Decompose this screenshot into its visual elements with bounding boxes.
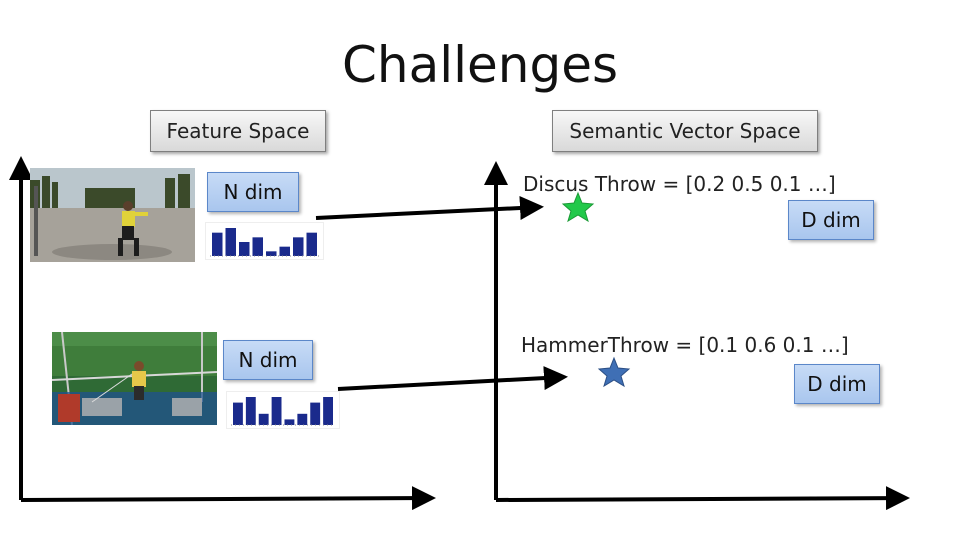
hammer-throw-photo	[52, 332, 217, 425]
feature-space-label: Feature Space	[150, 110, 326, 152]
histogram-bar	[225, 228, 236, 256]
hammer-feature-histogram	[226, 391, 340, 429]
mapping-arrow-hammer	[337, 366, 568, 391]
histogram-bar	[266, 251, 277, 256]
discus-n-dim-box: N dim	[207, 172, 299, 212]
histogram-bar	[293, 237, 304, 256]
hammer-vector-text: HammerThrow = [0.1 0.6 0.1 …]	[521, 333, 849, 357]
histogram-bar	[306, 232, 317, 256]
histogram-bar	[284, 419, 295, 425]
histogram-bar	[323, 397, 333, 425]
slide-title: Challenges	[341, 36, 619, 94]
feature-x-axis	[20, 486, 436, 511]
histogram-bar	[310, 402, 321, 425]
histogram-bar	[239, 242, 250, 256]
histogram-bar	[271, 397, 282, 425]
histogram-bar	[279, 246, 290, 256]
star-discus	[561, 191, 595, 223]
semantic-x-axis	[495, 486, 910, 511]
hammer-d-dim-box: D dim	[794, 364, 880, 404]
mapping-arrow-discus	[315, 195, 544, 220]
histogram-bar	[233, 402, 243, 425]
semantic-space-label: Semantic Vector Space	[552, 110, 818, 152]
hammer-n-dim-box: N dim	[223, 340, 313, 380]
histogram-bar	[252, 237, 263, 256]
histogram-bar	[212, 232, 223, 256]
discus-vector-text: Discus Throw = [0.2 0.5 0.1 …]	[523, 172, 836, 196]
histogram-bar	[258, 413, 269, 425]
histogram-bar	[297, 413, 308, 425]
star-hammer	[597, 356, 631, 388]
discus-throw-photo	[30, 168, 195, 262]
discus-d-dim-box: D dim	[788, 200, 874, 240]
histogram-bar	[245, 397, 256, 425]
discus-feature-histogram	[205, 222, 324, 260]
